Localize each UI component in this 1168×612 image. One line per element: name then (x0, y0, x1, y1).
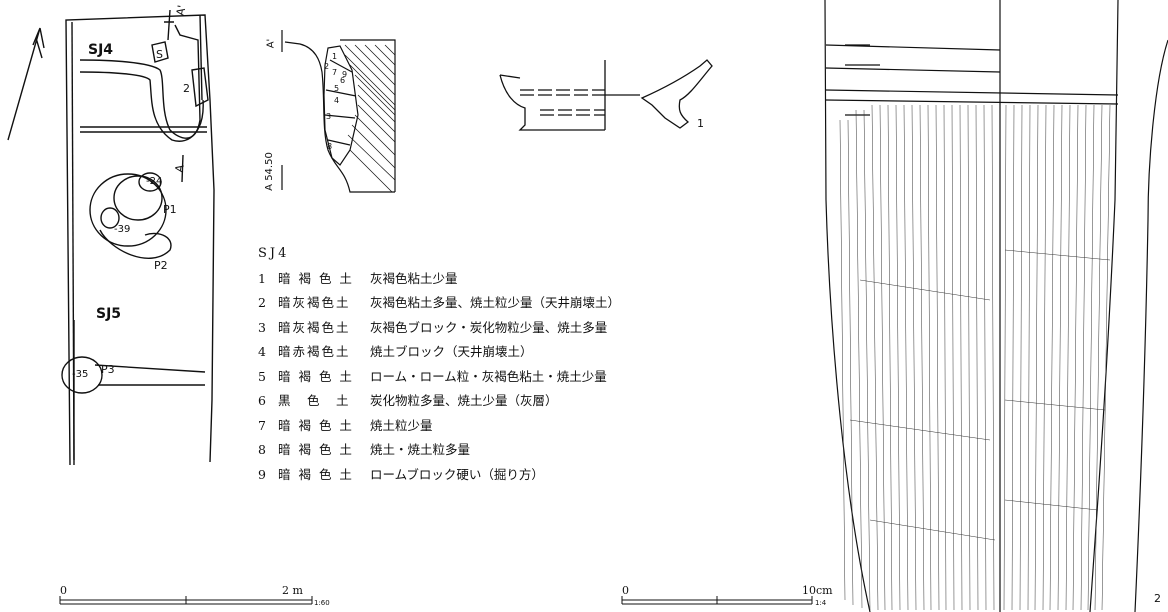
label-stone-s: S (156, 48, 163, 61)
pit-p3-outline (61, 356, 103, 394)
label-depth-p2: -39 (114, 224, 131, 235)
label-depth-p3: -35 (72, 369, 89, 380)
legend-desc: 焼土・焼土粒多量 (370, 442, 471, 457)
layer-2: 2 (324, 62, 330, 71)
legend-row: 3 暗灰褐色土 灰褐色ブロック・炭化物粒少量、焼土多量 (258, 316, 620, 341)
layer-4: 4 (334, 96, 340, 105)
legend-row: 5 暗 褐 色 土 ローム・ローム粒・灰褐色粘土・焼土少量 (258, 365, 620, 390)
legend-desc: 灰褐色粘土少量 (370, 270, 458, 286)
scale-left-end: 2 m (282, 584, 303, 597)
label-section-a-prime: A' (265, 38, 277, 49)
large-artifact-drawing (824, 0, 1168, 612)
pit-p2-outline (89, 173, 167, 247)
legend-row: 6 黒 色 土 炭化物粒多量、焼土少量（灰層） (258, 389, 620, 414)
kiln-divider (80, 126, 207, 133)
legend-row: 2 暗灰褐色土 灰褐色粘土多量、焼土粒少量（天井崩壊土） (258, 291, 620, 316)
label-stone-2: 2 (183, 82, 190, 95)
legend-num: 6 (258, 393, 266, 408)
artifact-texture (839, 104, 1111, 611)
scale-bar-right (621, 596, 813, 605)
stone-s-outline (151, 41, 169, 63)
plan-drawing (7, 9, 215, 466)
legend-soil: 暗 褐 色 土 (278, 417, 354, 433)
legend-desc: 焼土粒少量 (370, 417, 433, 433)
legend-row: 4 暗赤褐色土 焼土ブロック（天井崩壊土） (258, 340, 620, 365)
legend-row: 9 暗 褐 色 土 ロームブロック硬い（掘り方） (258, 463, 620, 488)
legend-desc: ローム・ローム粒・灰褐色粘土・焼土少量 (370, 368, 607, 384)
label-section-elevation: A 54.50 (263, 152, 275, 191)
legend-num: 4 (258, 344, 266, 359)
legend-row: 1 暗 褐 色 土 灰褐色粘土少量 (258, 267, 620, 292)
legend-row: 8 暗 褐 色 土 焼土・焼土粒多量 (258, 438, 620, 463)
section-hatching (344, 44, 396, 193)
figure-number-1: 1 (697, 117, 704, 130)
legend-soil: 暗 褐 色 土 (278, 368, 354, 384)
scale-right-end: 10cm (802, 584, 833, 597)
scale-left-ratio: 1:60 (314, 599, 330, 607)
pottery-profile (499, 59, 713, 131)
artifact-left-edge (824, 0, 871, 612)
legend-title: SJ4 (258, 246, 290, 261)
legend-desc: 炭化物粒多量、焼土少量（灰層） (370, 393, 558, 408)
scale-left-start: 0 (60, 584, 67, 597)
legend-soil: 暗 褐 色 土 (278, 466, 354, 482)
legend-num: 3 (258, 319, 266, 335)
legend-desc: ロームブロック硬い（掘り方） (370, 466, 544, 482)
label-pit-p1: P1 (163, 203, 177, 216)
layer-5: 5 (334, 84, 340, 93)
legend-desc: 灰褐色ブロック・炭化物粒少量、焼土多量 (370, 319, 608, 335)
north-arrow (7, 27, 45, 141)
label-depth-p1: -24 (146, 176, 163, 187)
label-pit-p3: P3 (101, 363, 115, 376)
pit-p1-outline (113, 175, 163, 221)
legend-num: 1 (258, 270, 266, 286)
layer-7: 7 (332, 68, 338, 77)
legend-soil: 暗灰褐色土 (278, 319, 351, 335)
legend-num: 5 (258, 368, 266, 384)
layer-6: 6 (340, 76, 346, 85)
section-fill (323, 45, 359, 166)
legend-soil: 暗 褐 色 土 (278, 270, 354, 286)
legend-row: 7 暗 褐 色 土 焼土粒少量 (258, 414, 620, 439)
label-sj5: SJ5 (96, 306, 122, 322)
layer-8: 8 (327, 142, 333, 151)
label-pit-p2: P2 (154, 259, 168, 272)
pit-outline (65, 14, 215, 466)
legend-soil: 暗赤褐色土 (278, 344, 351, 359)
scale-right-start: 0 (622, 584, 629, 597)
scale-bar-left (59, 596, 313, 605)
section-profile (284, 41, 395, 193)
legend-soil: 黒 色 土 (278, 393, 351, 408)
scale-right-ratio: 1:4 (815, 599, 827, 607)
layer-3: 3 (326, 112, 332, 121)
section-drawing (281, 30, 396, 193)
label-sj4: SJ4 (88, 42, 114, 58)
legend-desc: 焼土ブロック（天井崩壊土） (370, 344, 533, 359)
layer-9: 9 (342, 70, 348, 79)
legend-desc: 灰褐色粘土多量、焼土粒少量（天井崩壊土） (370, 295, 621, 310)
stone-2-outline (191, 67, 209, 108)
label-plan-a-prime: A' (173, 4, 189, 17)
legend-soil: 暗 褐 色 土 (278, 442, 354, 457)
legend-num: 8 (258, 442, 266, 457)
legend-soil: 暗灰褐色土 (278, 295, 351, 310)
artifact-right-edge (1089, 0, 1119, 612)
legend-num: 2 (258, 295, 266, 310)
figure-number-2: 2 (1154, 592, 1161, 605)
legend-num: 9 (258, 466, 266, 482)
legend-num: 7 (258, 417, 266, 433)
layer-1: 1 (332, 52, 338, 61)
soil-legend: SJ4 1 暗 褐 色 土 灰褐色粘土少量 2 暗灰褐色土 灰褐色粘土多量、焼土… (258, 242, 620, 487)
